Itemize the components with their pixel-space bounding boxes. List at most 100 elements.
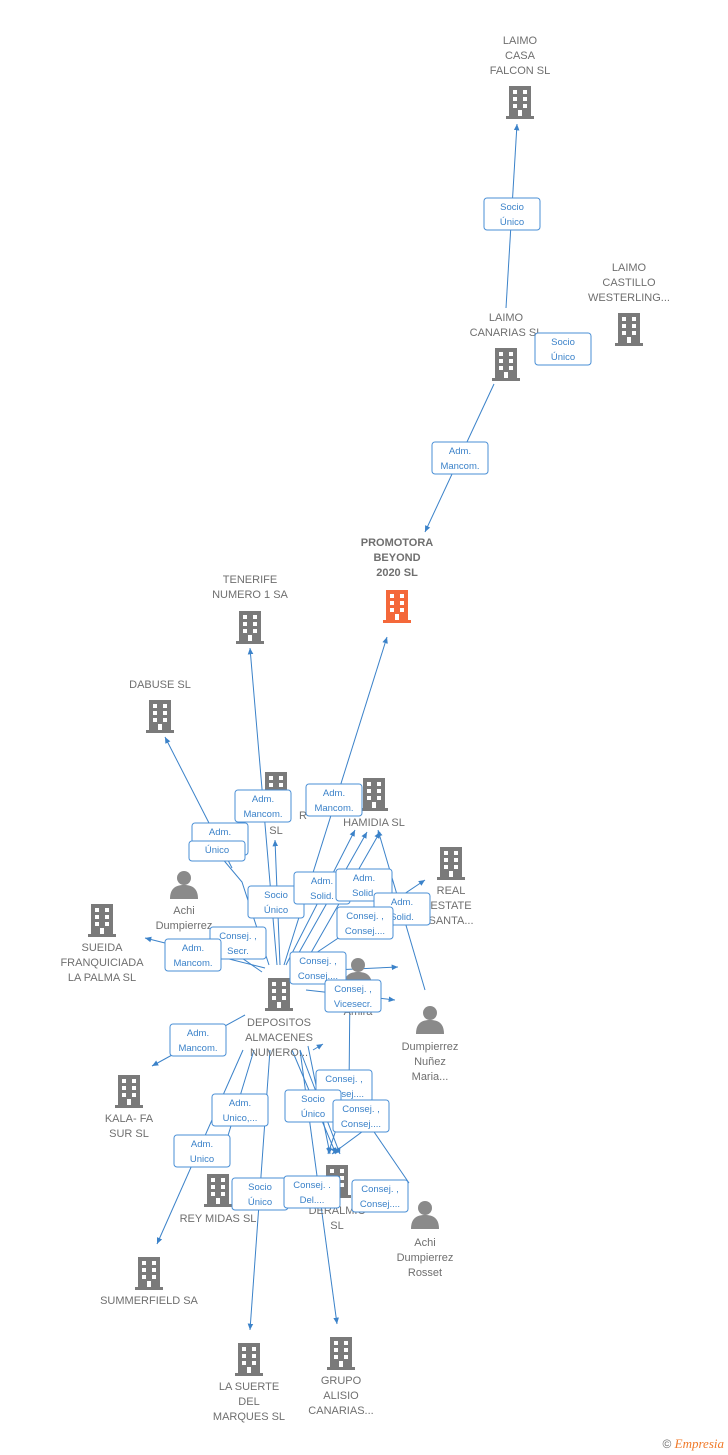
relation-label[interactable]: Consej. ,Consej.... (289, 951, 347, 985)
node-hamidia[interactable]: HAMIDIA SL (343, 778, 405, 829)
relation-text: Único (500, 217, 524, 228)
node-label: MARQUES SL (213, 1411, 285, 1423)
node-real-estate[interactable]: REALESTATESANTA... (428, 847, 474, 927)
node-grupo-alisio[interactable]: GRUPOALISIOCANARIAS... (308, 1337, 374, 1417)
relation-text: Adm. (187, 1028, 209, 1039)
relation-text: Consej. , (325, 1074, 363, 1085)
relation-box (234, 789, 292, 823)
node-label: ESTATE (430, 900, 471, 912)
relation-text: Único (264, 905, 288, 916)
building-icon (235, 1343, 263, 1376)
relation-text: Mancom. (243, 809, 282, 820)
node-label: PROMOTORA (361, 537, 434, 549)
relation-label[interactable]: Consej. ,Consej.... (336, 906, 394, 940)
relation-label[interactable]: Único (188, 840, 246, 862)
relation-text: Adm. (449, 446, 471, 457)
brand-logo[interactable]: Empresia (674, 1436, 724, 1451)
relation-label[interactable]: Adm.Unico (173, 1134, 231, 1168)
node-label: Nuñez (414, 1056, 446, 1068)
relation-text: Adm. (252, 794, 274, 805)
node-kalafa[interactable]: KALA- FA SUR SL (105, 1075, 154, 1140)
node-promotora[interactable]: PROMOTORA BEYOND 2020 SL (361, 537, 434, 623)
relation-label[interactable]: Adm. Mancom. (431, 441, 489, 475)
relation-text: Único (205, 845, 229, 856)
node-label: WESTERLING... (588, 292, 670, 304)
person-icon (416, 1006, 444, 1034)
node-rey-midas[interactable]: REY MIDAS SL (180, 1174, 257, 1225)
node-label: CANARIAS... (308, 1405, 373, 1417)
building-icon (615, 313, 643, 346)
relation-label[interactable]: Consej. ,Consej.... (332, 1099, 390, 1133)
relation-label[interactable]: Adm. Mancom. (164, 938, 222, 972)
relation-label[interactable]: Consej. ,Vicesecr. (324, 979, 382, 1013)
node-label: GRUPO (321, 1375, 362, 1387)
relation-label[interactable]: Consej. .Del.... (283, 1175, 341, 1209)
relations-layer: SocioÚnicoSocioÚnicoAdm.Mancom.Adm.Manco… (164, 197, 592, 1213)
relation-box (305, 783, 363, 817)
relation-text: Socio (551, 337, 575, 348)
node-label: DEPOSITOS (247, 1017, 311, 1029)
relation-box (336, 906, 394, 940)
node-label: Dumpierrez (397, 1252, 454, 1264)
relation-box (169, 1023, 227, 1057)
relation-text: Consej.... (345, 926, 385, 937)
node-label: Maria... (412, 1071, 449, 1083)
relation-text: Único (551, 352, 575, 363)
relation-label[interactable]: Adm.Mancom. (305, 783, 363, 817)
relation-label[interactable]: Adm. Mancom. (169, 1023, 227, 1057)
relation-text: Solid. (352, 888, 376, 899)
relation-label[interactable]: Adm. Mancom. (234, 789, 292, 823)
relation-text: Mancom. (178, 1043, 217, 1054)
relation-box (283, 1175, 341, 1209)
relation-box (289, 951, 347, 985)
node-dabuse[interactable]: DABUSE SL (129, 679, 191, 733)
relation-label[interactable]: Consej. ,Consej.... (351, 1179, 409, 1213)
relation-text: Adm. (229, 1098, 251, 1109)
node-label: REAL (437, 885, 466, 897)
relation-text: Socio (500, 202, 524, 213)
relation-text: Mancom. (440, 461, 479, 472)
node-label: NUMERO 1 SA (212, 589, 288, 601)
relation-text: Adm. (182, 943, 204, 954)
node-hidden-r[interactable]: R SL (262, 772, 307, 837)
node-label: KALA- FA (105, 1113, 154, 1125)
relation-text: Único (248, 1197, 272, 1208)
node-label: DABUSE SL (129, 679, 191, 691)
building-icon (115, 1075, 143, 1108)
relation-text: Solid. (390, 912, 414, 923)
node-depositos[interactable]: DEPOSITOSALMACENESNUMERO... (245, 978, 313, 1059)
node-label: LAIMO (489, 312, 524, 324)
node-laimo-castillo[interactable]: LAIMOCASTILLOWESTERLING... (588, 262, 670, 346)
node-label: SL (269, 825, 282, 837)
relation-text: Consej.... (341, 1119, 381, 1130)
relation-label[interactable]: Adm.Unico,... (211, 1093, 269, 1127)
relation-box (431, 441, 489, 475)
node-label: SUR SL (109, 1128, 149, 1140)
node-label: LA SUERTE (219, 1381, 279, 1393)
node-label: BEYOND (373, 552, 420, 564)
node-label: NUMERO... (250, 1047, 308, 1059)
relation-text: Mancom. (173, 958, 212, 969)
node-label: 2020 SL (376, 567, 418, 579)
relation-text: Consej. , (219, 931, 257, 942)
node-label: Dumpierrez (156, 920, 213, 932)
node-label: R (299, 810, 307, 822)
relation-box (332, 1099, 390, 1133)
building-icon (236, 611, 264, 644)
building-icon (437, 847, 465, 880)
node-dumpierrez-maria[interactable]: DumpierrezNuñezMaria... (402, 1006, 459, 1083)
relation-text: Consej. . (293, 1180, 331, 1191)
copyright-icon: © (662, 1437, 672, 1451)
node-summerfield[interactable]: SUMMERFIELD SA (100, 1257, 199, 1307)
relation-text: Vicesecr. (334, 999, 372, 1010)
